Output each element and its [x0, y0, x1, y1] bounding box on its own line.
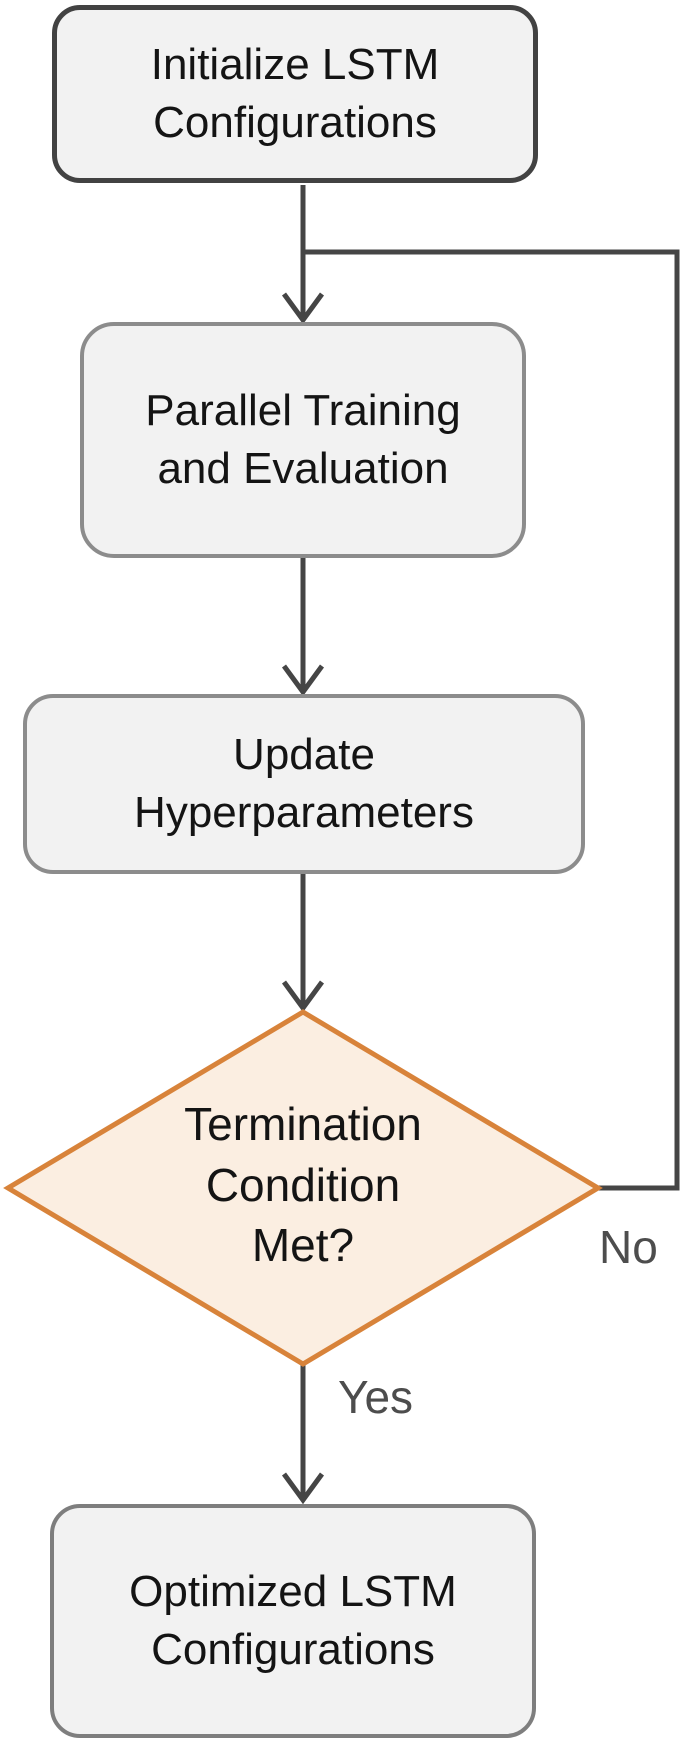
decision-label-line1: Termination	[184, 1098, 422, 1150]
node-parallel-label-line2: and Evaluation	[157, 444, 449, 493]
decision-label-line3: Met?	[251, 1219, 355, 1272]
node-update-label-line1: Update	[233, 729, 375, 779]
decision-diamond-shape	[3, 1009, 603, 1367]
node-output-label-line1: Optimized LSTM	[129, 1566, 457, 1616]
decision-termination-condition-label: Termination Condition Met?	[123, 1094, 483, 1276]
edge-label-yes: Yes	[338, 1371, 414, 1423]
node-optimized-lstm-configurations: Optimized LSTM Configurations	[50, 1504, 536, 1738]
node-update-hyperparameters: Update Hyperparameters	[23, 694, 585, 874]
node-output-label-line2: Configurations	[151, 1625, 435, 1674]
decision-label-line2: Condition	[205, 1158, 401, 1211]
arrowhead-to-parallel	[281, 292, 325, 325]
arrowhead-to-update	[281, 664, 325, 697]
node-parallel-label-line1: Parallel Training	[145, 385, 461, 435]
node-initialize-label-line2: Configurations	[153, 98, 437, 147]
loop-back-edge	[303, 249, 680, 1191]
edge-label-no: No	[599, 1221, 658, 1273]
arrowhead-to-decision	[281, 980, 325, 1013]
node-initialize-lstm-configurations: Initialize LSTM Configurations	[52, 5, 538, 183]
arrowhead-to-output	[281, 1472, 325, 1505]
node-update-label-line2: Hyperparameters	[134, 788, 474, 837]
node-parallel-training-evaluation: Parallel Training and Evaluation	[80, 322, 526, 558]
node-initialize-label-line1: Initialize LSTM	[150, 39, 440, 89]
